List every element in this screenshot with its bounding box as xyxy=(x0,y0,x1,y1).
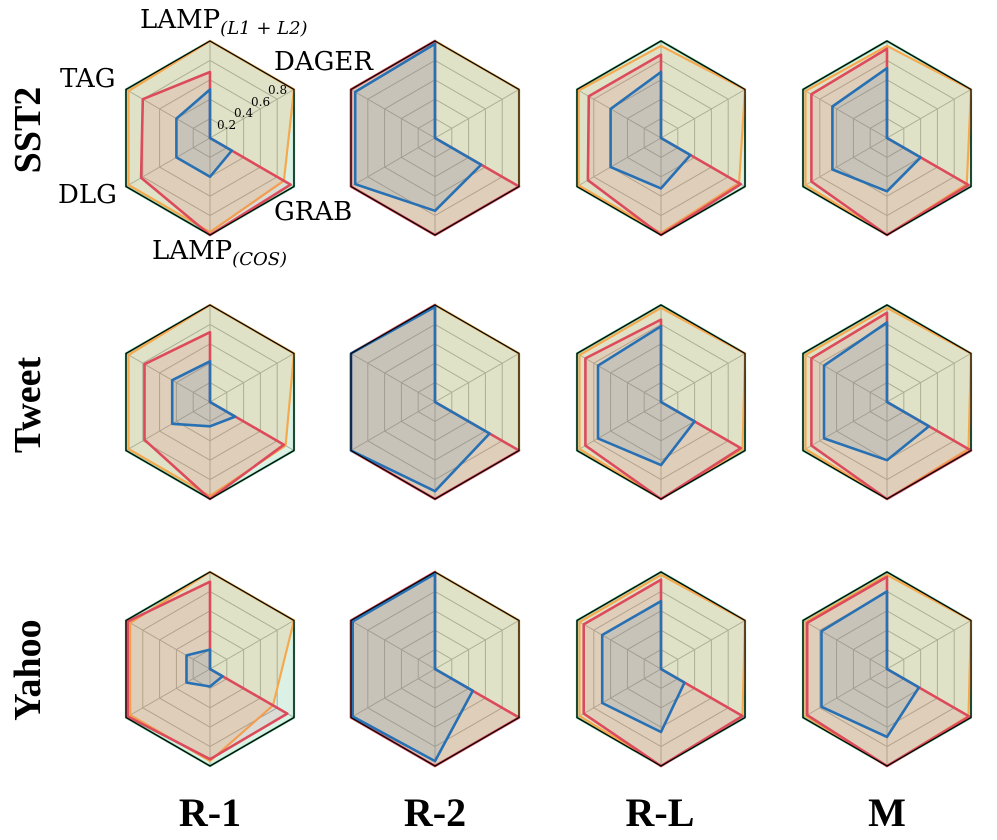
radar-panel-tweet-r-1 xyxy=(124,303,296,501)
grid-spoke xyxy=(576,89,662,139)
tick-label: 0.2 xyxy=(217,118,236,132)
axis-label-lamp-cos: LAMP(COS) xyxy=(152,236,287,270)
series-blue-polygon xyxy=(820,590,921,739)
radar-panel-yahoo-m xyxy=(801,570,973,768)
grid-spoke xyxy=(576,401,662,451)
radar-panel-yahoo-r-1 xyxy=(124,570,296,768)
radar-panel-sst2-m xyxy=(801,39,973,237)
axis-labels: LAMP(L1 + L2) DAGER TAG DLG GRAB LAMP(CO… xyxy=(58,5,374,270)
row-label-tweet: Tweet xyxy=(7,356,49,453)
grid-spoke xyxy=(209,620,295,670)
axis-label-tag: TAG xyxy=(60,64,115,94)
radar-panel-tweet-r-2 xyxy=(349,303,521,501)
series-blue-polygon xyxy=(596,324,696,467)
axis-label-lamp-l1l2: LAMP(L1 + L2) xyxy=(140,5,308,39)
grid-spoke xyxy=(350,89,436,139)
series-blue-polygon xyxy=(175,88,234,179)
grid-spoke xyxy=(350,620,436,670)
grid-spoke xyxy=(660,89,746,139)
grid-spoke xyxy=(802,137,888,187)
grid-spoke xyxy=(886,89,972,139)
radar-frame xyxy=(125,304,295,500)
radar-panel-sst2-r-1 xyxy=(124,39,296,237)
grid-spoke xyxy=(802,89,888,139)
radar-frame xyxy=(802,304,972,500)
col-label-rl: R-L xyxy=(626,790,695,835)
grid-spoke xyxy=(125,89,211,139)
series-blue-polygon xyxy=(170,359,237,428)
grid-spoke xyxy=(209,89,295,139)
radar-frame xyxy=(576,304,746,500)
grid-spoke xyxy=(576,620,662,670)
tick-label: 0.6 xyxy=(251,95,270,109)
axis-label-dager: DAGER xyxy=(274,47,374,77)
grid-spoke xyxy=(434,89,520,139)
radial-tick-labels: 0.2 0.4 0.6 0.8 xyxy=(217,83,287,132)
radar-frame xyxy=(576,571,746,767)
grid-spoke xyxy=(802,401,888,451)
radar-panel-sst2-r-l xyxy=(575,39,747,237)
radar-panel-yahoo-r-l xyxy=(575,570,747,768)
grid-spoke xyxy=(125,401,211,451)
radar-frame xyxy=(350,40,520,236)
axis-label-dlg: DLG xyxy=(58,180,117,210)
grid-spoke xyxy=(576,137,662,187)
radar-frame xyxy=(350,571,520,767)
grid-spoke xyxy=(802,668,888,718)
grid-spoke xyxy=(802,353,888,403)
row-labels: SST2 Tweet Yahoo xyxy=(7,87,49,721)
grid-spoke xyxy=(434,620,520,670)
grid-spoke xyxy=(576,353,662,403)
series-blue-polygon xyxy=(600,599,686,734)
grid-spoke xyxy=(125,668,211,718)
radar-frame xyxy=(576,40,746,236)
series-blue-polygon xyxy=(609,70,692,190)
series-blue-polygon xyxy=(353,42,483,213)
radar-frame xyxy=(125,571,295,767)
grid-spoke xyxy=(125,353,211,403)
radar-panel-yahoo-r-2 xyxy=(349,570,521,768)
grid-spoke xyxy=(576,668,662,718)
grid-spoke xyxy=(886,620,972,670)
radar-frame xyxy=(802,571,972,767)
grid-spoke xyxy=(350,353,436,403)
series-blue-polygon xyxy=(822,321,931,462)
col-label-m: M xyxy=(868,790,906,835)
series-blue-polygon xyxy=(185,648,224,688)
grid-spoke xyxy=(886,353,972,403)
radar-panel-tweet-r-l xyxy=(575,303,747,501)
radar-frame xyxy=(350,304,520,500)
series-blue-polygon xyxy=(351,572,475,763)
radar-panel-tweet-m xyxy=(801,303,973,501)
radar-frame xyxy=(802,40,972,236)
grid-spoke xyxy=(350,401,436,451)
col-label-r2: R-2 xyxy=(404,790,466,835)
radar-panels xyxy=(124,39,973,768)
grid-spoke xyxy=(209,353,295,403)
grid-spoke xyxy=(660,620,746,670)
grid-spoke xyxy=(125,620,211,670)
radar-frame xyxy=(125,40,295,236)
col-label-r1: R-1 xyxy=(179,790,241,835)
row-label-sst2: SST2 xyxy=(7,87,49,174)
grid-spoke xyxy=(660,353,746,403)
axis-label-grab: GRAB xyxy=(274,197,352,227)
grid-spoke xyxy=(350,668,436,718)
grid-spoke xyxy=(434,353,520,403)
column-labels: R-1 R-2 R-L M xyxy=(179,790,906,835)
row-label-yahoo: Yahoo xyxy=(7,619,49,720)
radar-panel-sst2-r-2 xyxy=(349,39,521,237)
grid-spoke xyxy=(350,137,436,187)
tick-label: 0.4 xyxy=(234,106,253,120)
grid-spoke xyxy=(802,620,888,670)
tick-label: 0.8 xyxy=(268,83,287,97)
series-blue-polygon xyxy=(831,66,922,193)
